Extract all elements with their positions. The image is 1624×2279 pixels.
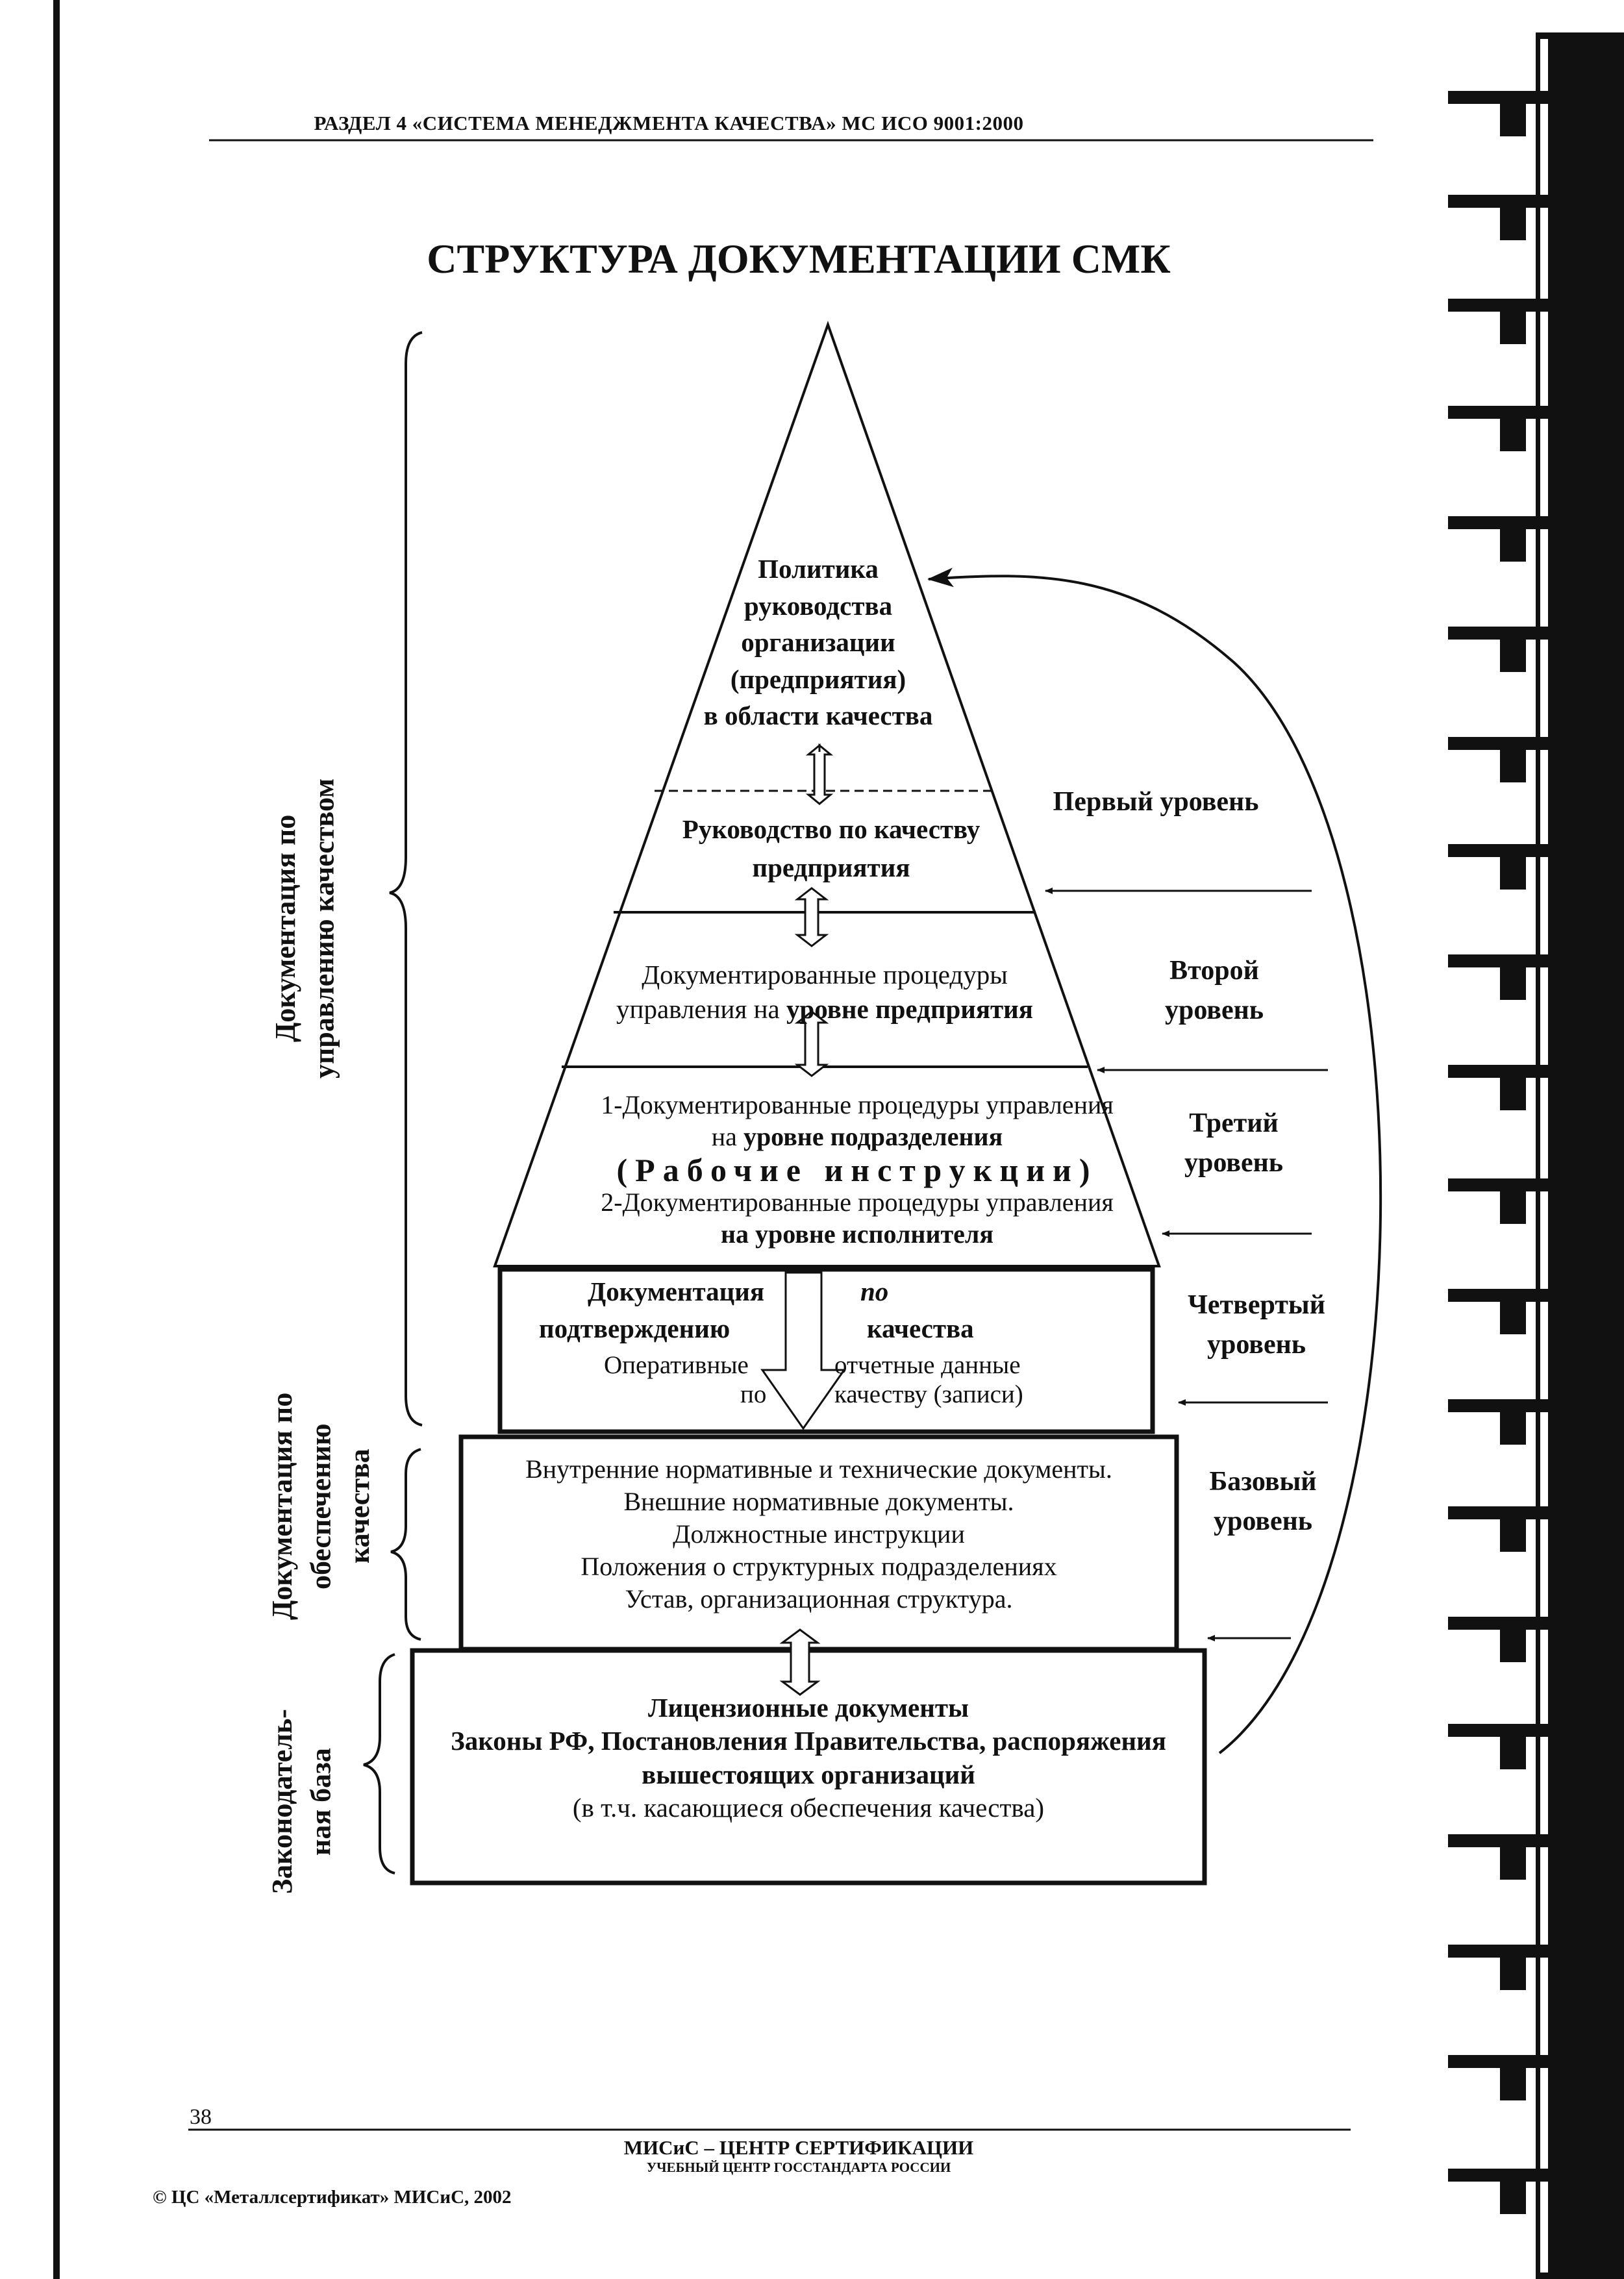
confirmation-box <box>497 1267 1155 1434</box>
footer-copyright: © ЦС «Металлсертификат» МИСиС, 2002 <box>153 2187 512 2208</box>
confirmation-left-bold-2: подтверждению <box>539 1314 731 1343</box>
page-number: 38 <box>190 2105 212 2129</box>
side-label-management: Документация по управлению качеством <box>269 778 340 1079</box>
confirmation-right-bold-2: качества <box>867 1314 974 1343</box>
unit-procedures-text: 1-Документированные процедуры управления… <box>532 1090 1182 1251</box>
level-third-label: Третий уровень <box>1184 1108 1284 1178</box>
policy-text: Политика руководства организации (предпр… <box>703 554 933 731</box>
confirmation-left-bold-1: Документация <box>588 1276 765 1306</box>
internal-docs-text: Внутренние нормативные и технические док… <box>525 1454 1112 1613</box>
confirmation-right-normal-2: качеству (записи) <box>834 1380 1023 1408</box>
brace-assurance <box>390 1448 421 1641</box>
feedback-curve <box>927 567 1382 1754</box>
brace-legal <box>363 1653 395 1874</box>
work-instructions-label: (Рабочие инструкции) <box>616 1151 1098 1188</box>
footer-org: МИСиС – ЦЕНТР СЕРТИФИКАЦИИ <box>623 2136 974 2159</box>
section-header: РАЗДЕЛ 4 «СИСТЕМА МЕНЕДЖМЕНТА КАЧЕСТВА» … <box>314 112 1024 134</box>
legal-docs-text: Лицензионные документы Законы РФ, Постан… <box>451 1693 1166 1823</box>
confirmation-left-normal-2: по <box>740 1380 767 1408</box>
scan-edge-left <box>53 0 60 2279</box>
enterprise-procedures-text: Документированные процедуры управления н… <box>616 960 1033 1025</box>
footer-suborg: УЧЕБНЫЙ ЦЕНТР ГОССТАНДАРТА РОССИИ <box>646 2160 951 2175</box>
quality-manual-text: Руководство по качеству предприятия <box>682 814 981 883</box>
brace-management <box>389 331 423 1426</box>
level-second-label: Второй уровень <box>1164 956 1264 1025</box>
side-label-assurance: Документация по обеспечению качества <box>266 1392 375 1621</box>
confirmation-right-normal-1: отчетные данные <box>834 1351 1021 1379</box>
page-title: СТРУКТУРА ДОКУМЕНТАЦИИ СМК <box>427 236 1171 282</box>
side-label-legal: Законодатель- ная база <box>266 1709 337 1895</box>
level-base-label: Базовый уровень <box>1209 1467 1317 1536</box>
binding-strip <box>1536 32 1624 2279</box>
confirmation-left-normal-1: Оперативные <box>604 1351 749 1379</box>
level-first-label: Первый уровень <box>1053 787 1259 817</box>
level-arrows <box>1045 888 1328 1641</box>
double-arrows <box>760 743 846 1696</box>
binding-rings <box>1448 91 1552 2214</box>
level-fourth-label: Четвертый уровень <box>1188 1290 1325 1360</box>
confirmation-right-bold-1: по <box>860 1276 889 1306</box>
